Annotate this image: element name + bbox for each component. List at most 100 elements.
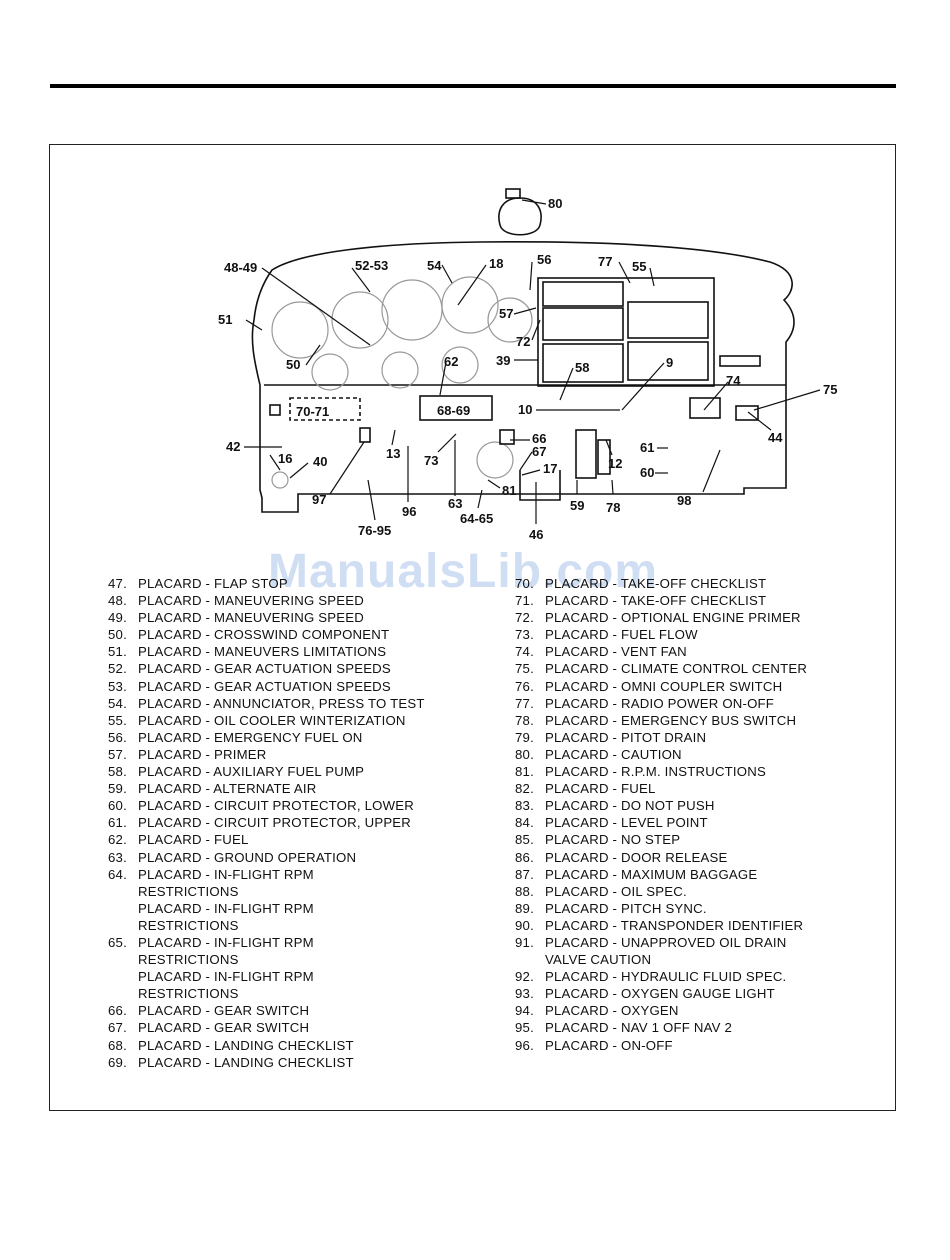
placard-number: 47.: [108, 576, 127, 591]
placard-text: PLACARD - AUXILIARY FUEL PUMP: [138, 764, 365, 780]
placard-entry: 96.PLACARD - ON-OFF: [515, 1037, 875, 1054]
placard-number: 86.: [515, 849, 534, 865]
callout-label: 18: [489, 256, 503, 271]
placard-text: PLACARD - OXYGEN GAUGE LIGHT: [545, 986, 775, 1002]
placard-entry: 94.PLACARD - OXYGEN: [515, 1002, 875, 1019]
placard-text: PLACARD - OPTIONAL ENGINE PRIMER: [545, 610, 801, 626]
placard-continuation: RESTRICTIONS: [138, 917, 239, 933]
placard-number: 82.: [515, 781, 534, 797]
callout-label: 39: [496, 353, 510, 368]
placard-entry: 74.PLACARD - VENT FAN: [515, 643, 875, 660]
placard-text: PLACARD - CROSSWIND COMPONENT: [138, 627, 390, 643]
placard-number: 73.: [515, 627, 534, 643]
placard-entry: 78.PLACARD - EMERGENCY BUS SWITCH: [515, 712, 875, 729]
placard-number: 53.: [108, 678, 127, 694]
placard-number: 59.: [108, 781, 127, 797]
placard-number: 92.: [515, 969, 534, 985]
placard-text: PLACARD - UNAPPROVED OIL DRAIN: [545, 934, 787, 950]
placard-text: PLACARD - CAUTION: [545, 746, 682, 762]
placard-entry: 79.PLACARD - PITOT DRAIN: [515, 729, 875, 746]
callout-label: 42: [226, 439, 240, 454]
placard-entry: 49.PLACARD - MANEUVERING SPEED: [108, 609, 498, 626]
placard-entry: 57.PLACARD - PRIMER: [108, 746, 498, 763]
placard-number: 61.: [108, 815, 127, 831]
placard-entry: 77.PLACARD - RADIO POWER ON-OFF: [515, 695, 875, 712]
placard-number: 66.: [108, 1003, 127, 1019]
callout-label: 9: [666, 355, 673, 370]
callout-label: 50: [286, 357, 300, 372]
placard-number: 67.: [108, 1020, 127, 1036]
placard-entry: 50. PLACARD - CROSSWIND COMPONENT: [108, 626, 498, 643]
placard-number: 65.: [108, 934, 127, 950]
placard-entry: 89. PLACARD - PITCH SYNC.: [515, 900, 875, 917]
placard-number: 69.: [108, 1054, 127, 1070]
callout-label: 58: [575, 360, 589, 375]
placard-entry: 68.PLACARD - LANDING CHECKLIST: [108, 1037, 498, 1054]
placard-text: PLACARD - FUEL FLOW: [545, 627, 698, 643]
placard-number: 85.: [515, 832, 534, 848]
placard-entry: 71.PLACARD - TAKE-OFF CHECKLIST: [515, 592, 875, 609]
placard-entry: 84.PLACARD - LEVEL POINT: [515, 814, 875, 831]
placard-number: 96.: [515, 1037, 534, 1053]
callout-label: 17: [543, 461, 557, 476]
callout-label: 59: [570, 498, 584, 513]
callout-label: 13: [386, 446, 400, 461]
callout-label: 76-95: [358, 523, 391, 538]
callout-label: 66: [532, 431, 546, 446]
placard-entry: 80.PLACARD - CAUTION: [515, 746, 875, 763]
placard-number: 90.: [515, 917, 534, 933]
placard-number: 48.: [108, 593, 127, 609]
placard-entry: 76. PLACARD - OMNI COUPLER SWITCH: [515, 678, 875, 695]
callout-label: 57: [499, 306, 513, 321]
callout-label: 98: [677, 493, 691, 508]
placard-number: 76.: [515, 678, 534, 694]
placard-entry: 53.PLACARD - GEAR ACTUATION SPEEDS: [108, 678, 498, 695]
placard-text: PLACARD - PITCH SYNC.: [545, 900, 707, 916]
placard-number: 77.: [515, 695, 534, 711]
placard-entry: 73. PLACARD - FUEL FLOW: [515, 626, 875, 643]
placard-continuation: RESTRICTIONS: [138, 883, 239, 899]
callout-label: 77: [598, 254, 612, 269]
placard-entry: 69.PLACARD - LANDING CHECKLIST: [108, 1054, 498, 1071]
callout-label: 54: [427, 258, 442, 273]
placard-entry: 93.PLACARD - OXYGEN GAUGE LIGHT: [515, 985, 875, 1002]
callout-label: 64-65: [460, 511, 493, 526]
placard-entry: 58. PLACARD - AUXILIARY FUEL PUMP: [108, 763, 498, 780]
placard-number: 58.: [108, 764, 127, 780]
placard-entry: 62.PLACARD - FUEL: [108, 831, 498, 848]
callout-label: 51: [218, 312, 232, 327]
callout-label: 55: [632, 259, 646, 274]
placard-text: PLACARD - ANNUNCIATOR, PRESS TO TEST: [138, 695, 425, 711]
placard-text: PLACARD - LEVEL POINT: [545, 815, 708, 831]
placard-number: 56.: [108, 729, 127, 745]
placard-entry: 48. PLACARD - MANEUVERING SPEED: [108, 592, 498, 609]
placard-text: PLACARD - CLIMATE CONTROL CENTER: [545, 661, 808, 677]
placard-number: 55.: [108, 712, 127, 728]
placard-text: PLACARD - OIL COOLER WINTERIZATION: [138, 712, 406, 728]
placard-text: PLACARD - R.P.M. INSTRUCTIONS: [545, 764, 766, 780]
placard-text: PLACARD - IN-FLIGHT RPM: [138, 934, 314, 950]
placard-number: 57.: [108, 746, 127, 762]
placard-entry: 90.PLACARD - TRANSPONDER IDENTIFIER: [515, 917, 875, 934]
placard-number: 51.: [108, 644, 127, 660]
placard-text: PLACARD - NAV 1 OFF NAV 2: [545, 1020, 732, 1036]
placard-entry: 87.PLACARD - MAXIMUM BAGGAGE: [515, 866, 875, 883]
placard-number: 89.: [515, 900, 534, 916]
placard-text: PLACARD - GEAR SWITCH: [138, 1020, 310, 1036]
placard-number: 50.: [108, 627, 127, 643]
placard-text: PLACARD - OMNI COUPLER SWITCH: [545, 678, 783, 694]
instrument-panel-diagram: 80 48-49 52-53 54 18 56 77 55 51 57 72 5…: [218, 188, 837, 542]
placard-entry: 47.PLACARD - FLAP STOP: [108, 575, 498, 592]
placard-text: PLACARD - MANEUVERING SPEED: [138, 593, 364, 609]
placard-text: PLACARD - MAXIMUM BAGGAGE: [545, 866, 758, 882]
placard-entry: 72.PLACARD - OPTIONAL ENGINE PRIMER: [515, 609, 875, 626]
callout-label: 61: [640, 440, 654, 455]
placard-entry: 65. PLACARD - IN-FLIGHT RPM: [108, 934, 498, 951]
callout-label: 16: [278, 451, 292, 466]
callout-label: 68-69: [437, 403, 470, 418]
placard-text: PLACARD - ALTERNATE AIR: [138, 781, 317, 797]
placard-entry: 56.PLACARD - EMERGENCY FUEL ON: [108, 729, 498, 746]
callout-label: 67: [532, 444, 546, 459]
placard-number: 64.: [108, 866, 127, 882]
placard-entry: 92.PLACARD - HYDRAULIC FLUID SPEC.: [515, 968, 875, 985]
